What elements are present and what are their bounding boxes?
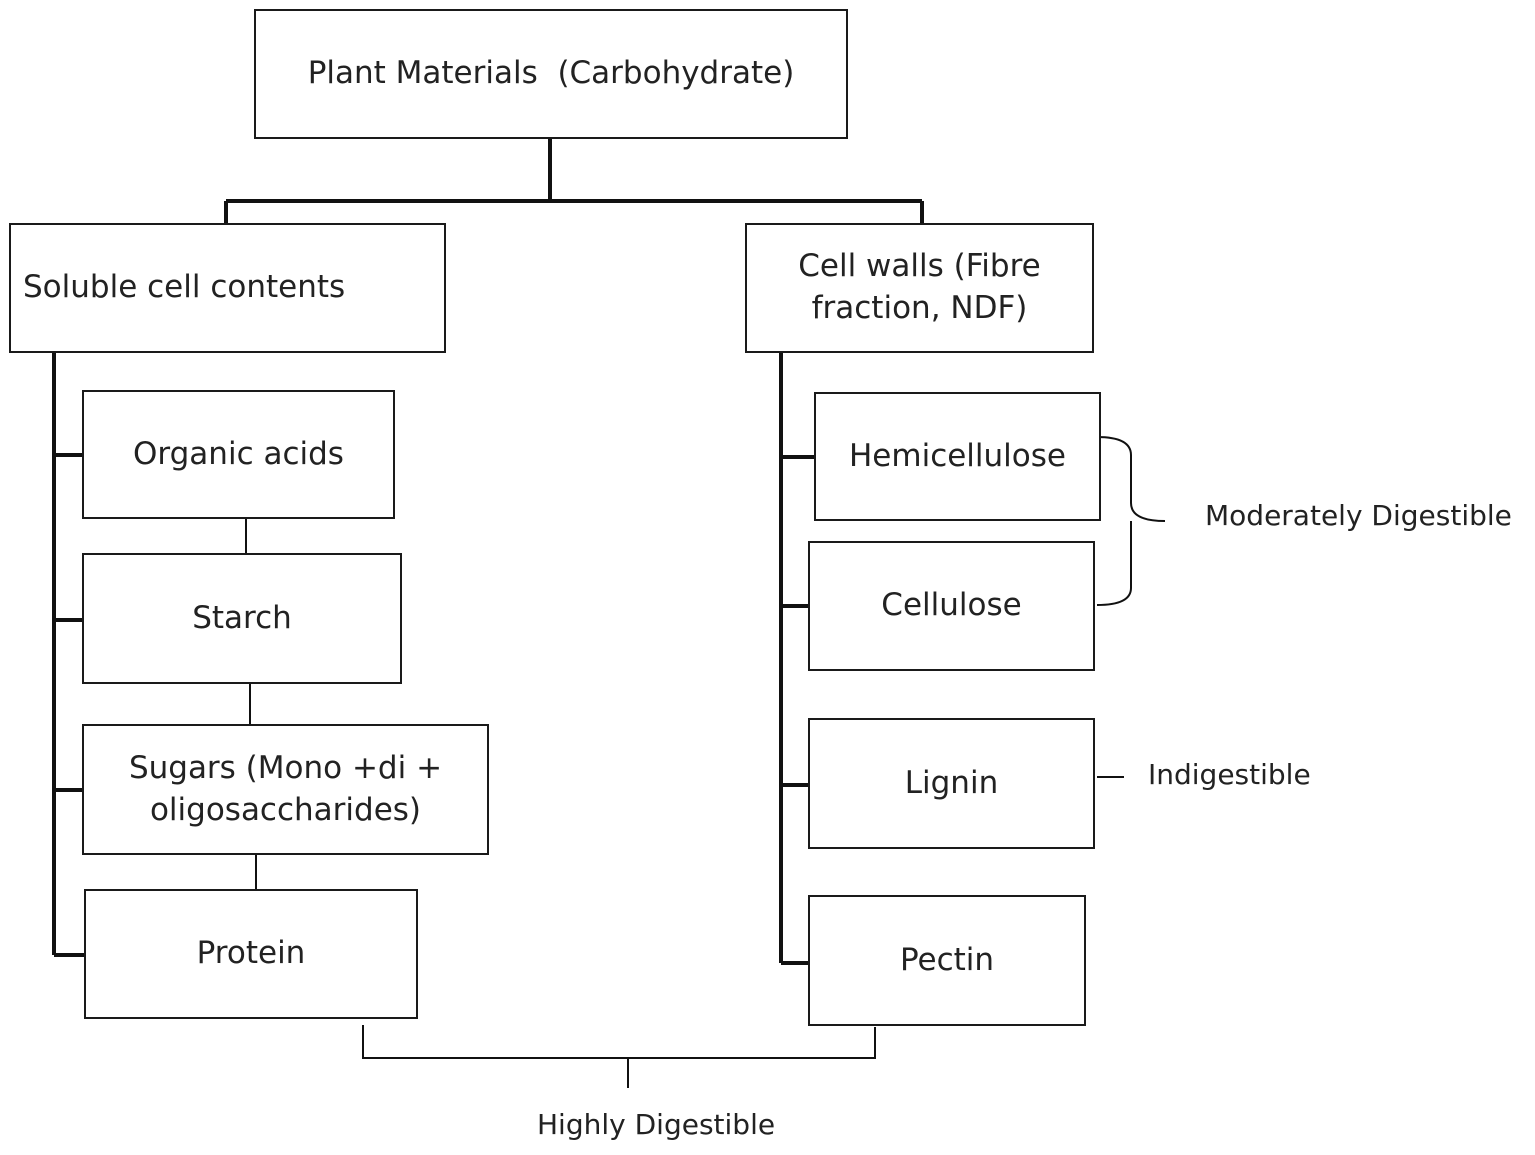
sugars-box: Sugars (Mono +di + oligosaccharides) (82, 724, 489, 855)
moderately-digestible-label: Moderately Digestible (1205, 499, 1512, 532)
soluble-cell-contents-box: Soluble cell contents (9, 223, 446, 353)
starch-label: Starch (192, 599, 292, 636)
cellulose-label: Cellulose (881, 587, 1022, 624)
pectin-label: Pectin (899, 941, 995, 978)
highly-digestible-label: Highly Digestible (537, 1108, 776, 1141)
cellulose-box: Cellulose (808, 541, 1095, 671)
soluble-cell-contents-label: Soluble cell contents (23, 269, 346, 306)
pectin-box: Pectin (808, 895, 1086, 1026)
left-spine (52, 352, 86, 957)
protein-label: Protein (196, 935, 306, 972)
organic-acids-label: Organic acids (133, 435, 344, 472)
lignin-box: Lignin (808, 718, 1095, 849)
root-connector (224, 138, 924, 224)
root-box: Plant Materials (Carbohydrate) (254, 9, 848, 139)
lignin-label: Lignin (904, 764, 999, 801)
sugars-label: Sugars (Mono +di + oligosaccharides) (128, 749, 443, 828)
hemicellulose-box: Hemicellulose (814, 392, 1101, 521)
starch-box: Starch (82, 553, 402, 684)
indigestible-label: Indigestible (1148, 758, 1311, 791)
hemicellulose-label: Hemicellulose (849, 437, 1066, 474)
organic-acids-box: Organic acids (82, 390, 395, 519)
high-bracket (362, 1025, 876, 1088)
root-label: Plant Materials (Carbohydrate) (307, 55, 795, 92)
moderate-bracket (1096, 436, 1166, 606)
right-spine (779, 352, 816, 965)
cell-walls-box: Cell walls (Fibre fraction, NDF) (745, 223, 1094, 353)
protein-box: Protein (84, 889, 418, 1019)
cell-walls-label: Cell walls (Fibre fraction, NDF) (798, 248, 1041, 326)
left-chain-links (245, 518, 257, 891)
